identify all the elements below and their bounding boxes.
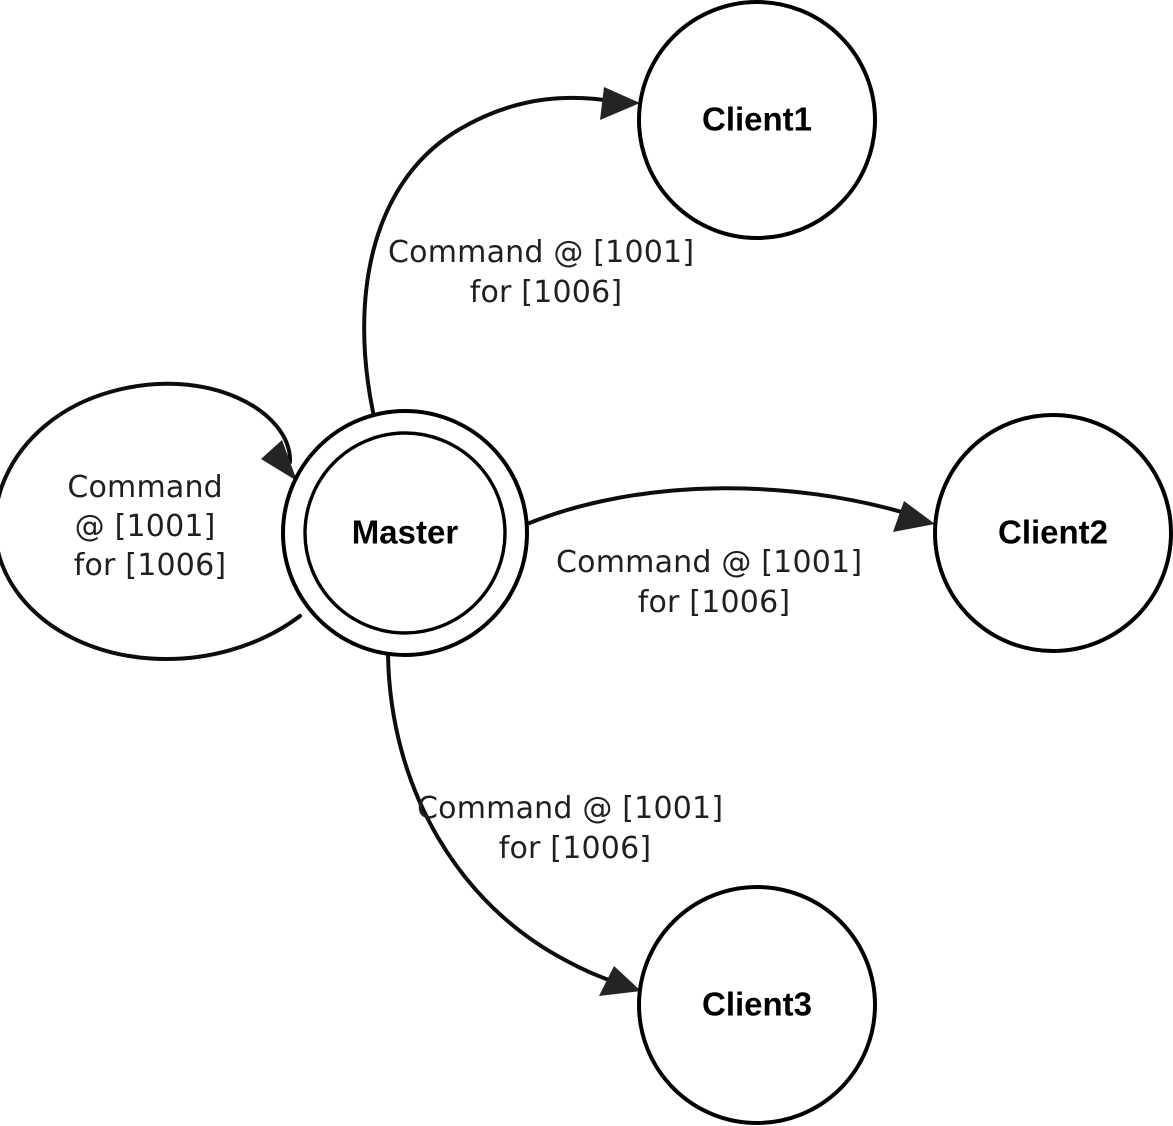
edge-self-master-arrowhead [261,440,297,481]
edge-master-client2-arrowhead [893,501,935,532]
edge-master-client2-label-line-0: Command @ [1001] [556,545,862,580]
edge-master-client3-arrowhead [599,966,641,996]
edge-self-master-label: Command @ [1001] for [1006] [67,470,232,583]
edge-self-master-label-line-1: @ [1001] [75,509,216,544]
node-client2-label: Client2 [998,514,1108,551]
edge-master-client3-label: Command @ [1001] for [1006] [417,791,733,866]
edge-master-client1-label-line-0: Command @ [1001] [388,235,694,270]
edge-master-client3-label-line-1: for [1006] [499,831,652,866]
node-client2-circle [933,413,1173,653]
edge-self-master-path [0,381,302,661]
node-client3-label: Client3 [702,986,812,1023]
edge-self-master-label-line-2: for [1006] [74,548,227,583]
node-client3-circle [637,885,877,1125]
edge-self-master[interactable]: Command @ [1001] for [1006] [0,381,302,661]
node-master-inner-circle [303,431,507,635]
edge-self-master-label-line-0: Command [67,470,223,505]
edge-master-client1[interactable]: Command @ [1001] for [1006] [362,87,704,414]
edge-master-client1-path [362,95,620,414]
edge-master-client3-label-line-0: Command @ [1001] [417,791,723,826]
edge-master-client2-path [525,486,914,526]
edge-master-client1-label: Command @ [1001] for [1006] [388,235,704,310]
node-master-label: Master [352,514,459,551]
edge-master-client1-label-line-1: for [1006] [470,275,623,310]
edge-master-client1-arrowhead [600,87,640,120]
edge-master-client2[interactable]: Command @ [1001] for [1006] [525,486,935,620]
node-client3[interactable]: Client3 [637,885,877,1125]
edge-master-client3[interactable]: Command @ [1001] for [1006] [386,652,733,996]
node-master[interactable]: Master [281,409,529,657]
node-client1-label: Client1 [702,101,812,138]
node-client1[interactable]: Client1 [637,0,877,240]
edge-master-client2-label-line-1: for [1006] [638,585,791,620]
node-client2[interactable]: Client2 [933,413,1173,653]
node-client1-circle [637,0,877,240]
edge-master-client2-label: Command @ [1001] for [1006] [556,545,872,620]
edge-master-client3-path [386,652,620,985]
